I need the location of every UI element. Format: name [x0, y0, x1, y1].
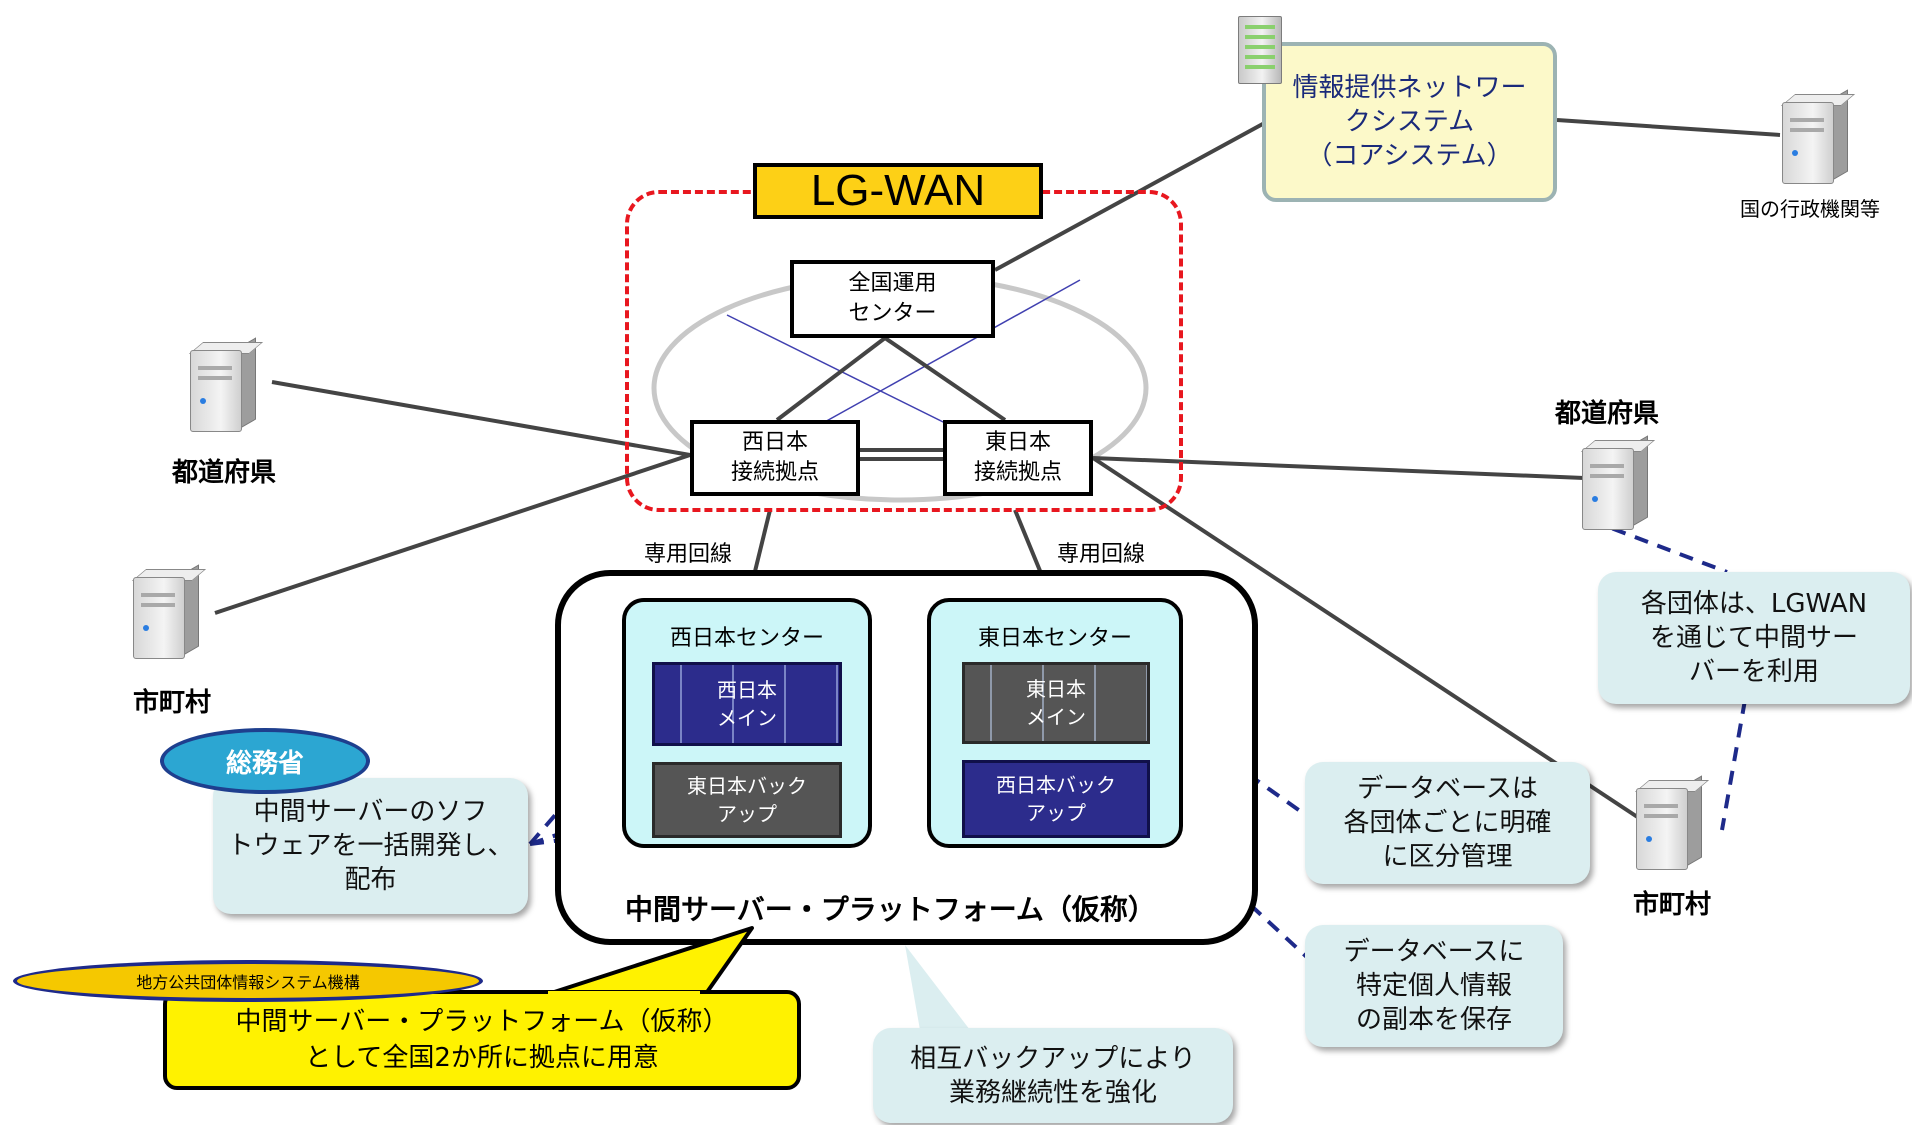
- west-main-block: 西日本 メイン: [652, 662, 842, 746]
- east-backup-block: 西日本バック アップ: [962, 760, 1150, 838]
- backup-callout-line1: 相互バックアップにより: [910, 1043, 1196, 1074]
- west-center-title: 西日本センター: [669, 626, 824, 651]
- db-separation-callout: データベースは 各団体ごとに明確 に区分管理: [1305, 762, 1590, 884]
- core-system-line3: （コアシステム）: [1306, 141, 1513, 171]
- municipality-label-left: 市町村: [133, 688, 212, 718]
- soumu-callout: 中間サーバーのソフ トウェアを一括開発し、 配布: [213, 778, 528, 914]
- govt-agencies-label: 国の行政機関等: [1740, 197, 1880, 221]
- db-callout1-line1: データベースは: [1357, 774, 1538, 804]
- west-point-line2: 接続拠点: [730, 460, 819, 485]
- rack-server-icon: [1238, 16, 1282, 84]
- prefecture-label-left: 都道府県: [172, 458, 277, 488]
- core-system-box: 情報提供ネットワー クシステム （コアシステム）: [1262, 42, 1557, 202]
- west-main-line2: メイン: [717, 706, 777, 730]
- prefecture-label-right: 都道府県: [1555, 399, 1660, 429]
- db-callout1-line2: 各団体ごとに明確: [1343, 808, 1552, 838]
- east-backup-line1: 西日本バック: [996, 773, 1116, 797]
- soumu-badge: 総務省: [160, 728, 370, 794]
- server-icon: [1634, 775, 1710, 870]
- leased-line-label-west: 専用回線: [644, 542, 733, 567]
- core-system-line2: クシステム: [1344, 107, 1475, 137]
- east-main-block: 東日本 メイン: [962, 662, 1150, 744]
- west-point-line1: 西日本: [741, 430, 808, 455]
- db-callout2-line2: 特定個人情報: [1355, 971, 1512, 1001]
- east-main-line2: メイン: [1026, 705, 1086, 729]
- west-main-line1: 西日本: [717, 678, 777, 702]
- platform-label: 中間サーバー・プラットフォーム（仮称）: [625, 893, 1156, 926]
- db-callout1-line3: に区分管理: [1382, 842, 1513, 872]
- server-icon: [188, 337, 264, 432]
- lgwan-callout-line1: 各団体は、LGWAN: [1640, 589, 1868, 619]
- core-system-line1: 情報提供ネットワー: [1292, 73, 1527, 103]
- east-point-line2: 接続拠点: [973, 460, 1062, 485]
- soumu-callout-line3: 配布: [344, 865, 397, 895]
- lgwan-usage-callout: 各団体は、LGWAN を通じて中間サー バーを利用: [1598, 572, 1910, 704]
- national-center-line1: 全国運用: [848, 271, 937, 296]
- national-center-line2: センター: [848, 301, 937, 326]
- jlis-badge: 地方公共団体情報システム機構: [13, 960, 483, 1002]
- server-icon: [1580, 435, 1656, 530]
- backup-callout: 相互バックアップにより 業務継続性を強化: [873, 1028, 1233, 1123]
- pointer-mask: [548, 991, 700, 997]
- db-callout2-line3: の副本を保存: [1355, 1005, 1512, 1035]
- lgwan-callout-line3: バーを利用: [1688, 657, 1819, 687]
- db-callout2-line1: データベースに: [1343, 937, 1525, 967]
- jlis-callout-line1: 中間サーバー・プラットフォーム（仮称）: [235, 1007, 729, 1037]
- west-backup-block: 東日本バック アップ: [652, 762, 842, 838]
- jlis-callout: 中間サーバー・プラットフォーム（仮称） として全国2か所に拠点に用意: [163, 990, 801, 1090]
- west-backup-line2: アップ: [717, 802, 777, 826]
- west-connection-point: 西日本 接続拠点: [690, 420, 860, 496]
- server-icon: [131, 564, 207, 659]
- municipality-label-right: 市町村: [1633, 890, 1712, 920]
- soumu-callout-line2: トウェアを一括開発し、: [227, 831, 514, 861]
- national-operation-center: 全国運用 センター: [790, 260, 995, 338]
- soumu-callout-line1: 中間サーバーのソフ: [253, 797, 488, 827]
- db-copy-callout: データベースに 特定個人情報 の副本を保存: [1305, 925, 1563, 1047]
- east-point-line1: 東日本: [984, 430, 1051, 455]
- east-connection-point: 東日本 接続拠点: [943, 420, 1093, 496]
- server-icon: [1780, 89, 1856, 184]
- lgwan-label: LG-WAN: [753, 163, 1043, 219]
- jlis-callout-line2: として全国2か所に拠点に用意: [305, 1043, 659, 1073]
- backup-callout-line2: 業務継続性を強化: [948, 1077, 1157, 1108]
- west-backup-line1: 東日本バック: [687, 774, 807, 798]
- east-backup-line2: アップ: [1026, 801, 1086, 825]
- east-main-line1: 東日本: [1026, 677, 1086, 701]
- lgwan-callout-line2: を通じて中間サー: [1649, 623, 1858, 653]
- east-center-title: 東日本センター: [977, 626, 1132, 651]
- leased-line-label-east: 専用回線: [1057, 542, 1146, 567]
